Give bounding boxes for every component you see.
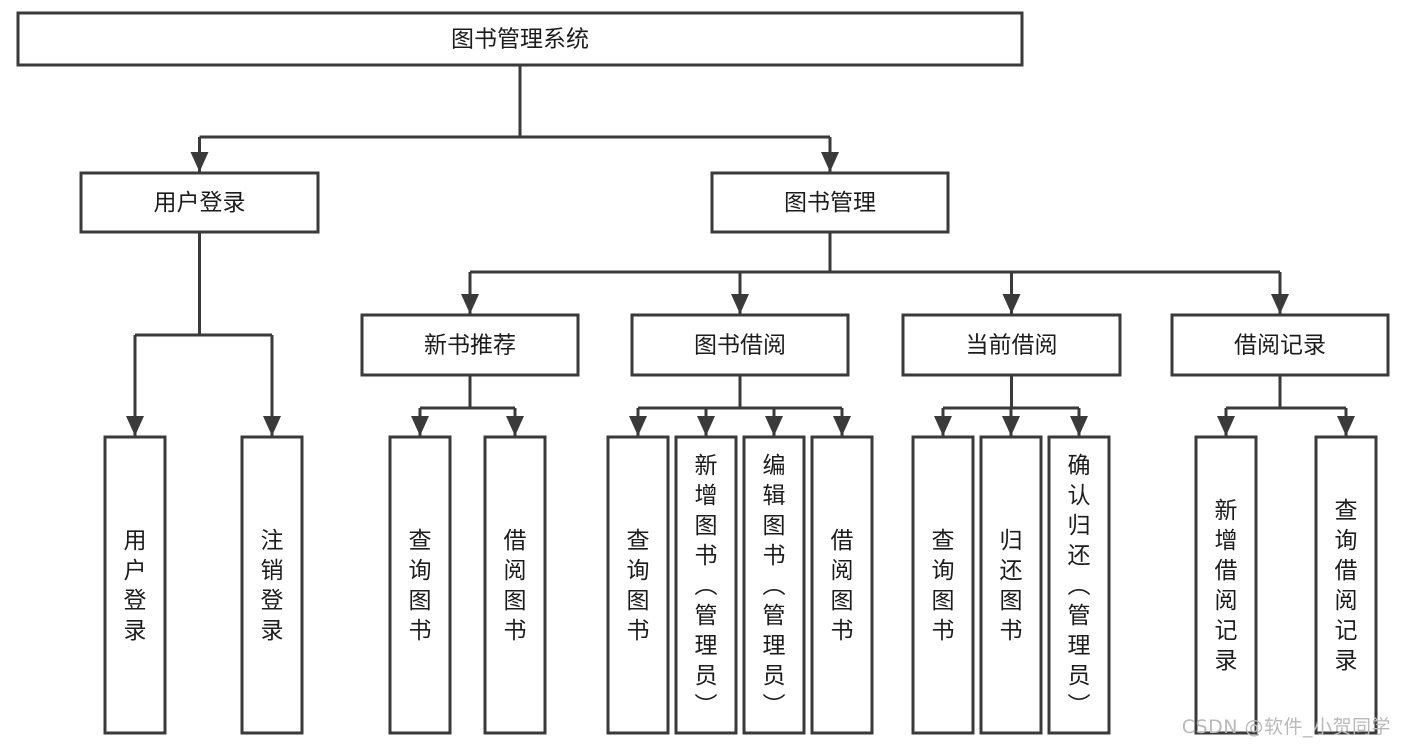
node-label-leaf-add-book: 新增图书︵管理员︶ xyxy=(695,453,718,719)
node-leaf-borrow-book-rec[interactable] xyxy=(483,435,547,735)
node-label-layer: 图书管理系统用户登录图书管理新书推荐图书借阅当前借阅借阅记录用户登录注销登录查询… xyxy=(124,27,1358,720)
node-label-leaf-query-book-borrow: 查询图书 xyxy=(627,528,650,644)
node-label-leaf-edit-book: 编辑图书︵管理员︶ xyxy=(763,453,786,719)
arrow-head-icon xyxy=(1070,416,1088,436)
node-label-leaf-query-record: 查询借阅记录 xyxy=(1335,498,1358,674)
node-new-book-recommend[interactable] xyxy=(360,313,580,377)
node-label-current-borrow: 当前借阅 xyxy=(966,333,1058,359)
csdn-watermark: CSDN @软件_小贺同学 xyxy=(1181,716,1391,738)
node-leaf-query-record[interactable] xyxy=(1314,435,1378,735)
node-leaf-query-book-borrow[interactable] xyxy=(606,435,670,735)
node-root[interactable] xyxy=(16,11,1024,67)
node-book-borrow[interactable] xyxy=(630,313,850,377)
arrow-head-icon xyxy=(1217,416,1235,436)
node-label-leaf-user-login: 用户登录 xyxy=(124,528,147,644)
arrow-head-icon xyxy=(731,294,749,314)
arrow-head-icon xyxy=(1002,416,1020,436)
node-box-layer xyxy=(16,11,1390,735)
connector-layer xyxy=(126,65,1355,436)
node-label-root: 图书管理系统 xyxy=(451,27,589,53)
node-borrow-record[interactable] xyxy=(1170,313,1390,377)
node-label-borrow-record: 借阅记录 xyxy=(1234,333,1326,359)
arrow-head-icon xyxy=(821,152,839,172)
node-label-new-book-recommend: 新书推荐 xyxy=(424,333,516,359)
node-label-leaf-query-book-rec: 查询图书 xyxy=(409,528,432,644)
node-leaf-logout[interactable] xyxy=(240,435,304,735)
arrow-head-icon xyxy=(934,416,952,436)
arrow-head-icon xyxy=(833,416,851,436)
node-leaf-edit-book[interactable] xyxy=(742,435,806,735)
arrow-head-icon xyxy=(506,416,524,436)
node-leaf-add-record[interactable] xyxy=(1194,435,1258,735)
node-leaf-query-book-rec[interactable] xyxy=(388,435,452,735)
node-label-user-login: 用户登录 xyxy=(154,190,246,216)
node-leaf-return-book[interactable] xyxy=(979,435,1043,735)
node-label-leaf-confirm-return: 确认归还︵管理员︶ xyxy=(1068,453,1091,719)
arrow-head-icon xyxy=(263,416,281,436)
node-leaf-query-book-current[interactable] xyxy=(911,435,975,735)
arrow-head-icon xyxy=(461,294,479,314)
arrow-head-icon xyxy=(190,152,209,172)
node-current-borrow[interactable] xyxy=(901,313,1122,377)
node-label-book-manage: 图书管理 xyxy=(784,190,876,216)
node-book-manage[interactable] xyxy=(710,171,950,234)
arrow-head-icon xyxy=(126,416,144,436)
arrow-head-icon xyxy=(1002,294,1021,314)
arrow-head-icon xyxy=(1337,416,1355,436)
node-label-leaf-add-record: 新增借阅记录 xyxy=(1215,498,1238,674)
arrow-head-icon xyxy=(629,416,647,436)
node-leaf-confirm-return[interactable] xyxy=(1047,435,1111,735)
arrow-head-icon xyxy=(411,416,429,436)
node-leaf-borrow-book[interactable] xyxy=(810,435,874,735)
node-user-login[interactable] xyxy=(79,171,320,234)
node-label-leaf-logout: 注销登录 xyxy=(261,528,284,644)
node-leaf-add-book[interactable] xyxy=(674,435,738,735)
arrow-head-icon xyxy=(1271,294,1289,314)
node-label-leaf-borrow-book-rec: 借阅图书 xyxy=(504,528,527,644)
node-leaf-user-login[interactable] xyxy=(103,435,167,735)
arrow-head-icon xyxy=(697,416,715,436)
node-label-book-borrow: 图书借阅 xyxy=(694,333,786,359)
node-label-leaf-borrow-book: 借阅图书 xyxy=(831,528,854,644)
node-label-leaf-return-book: 归还图书 xyxy=(1000,528,1023,644)
arrow-head-icon xyxy=(765,416,783,436)
node-label-leaf-query-book-current: 查询图书 xyxy=(932,528,955,644)
